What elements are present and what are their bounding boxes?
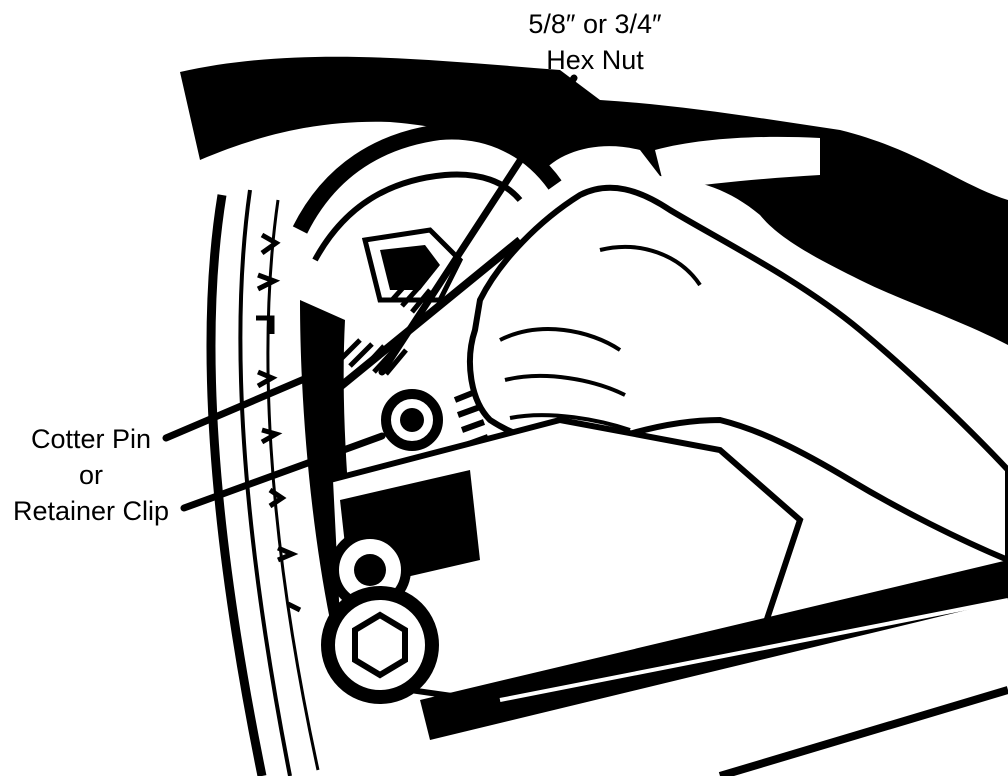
or-label: or [0,457,182,493]
backing-plate-rim [300,132,555,230]
hex-nut-callout: 5/8″ or 3/4″ Hex Nut [490,6,700,78]
hex-nut-name-label: Hex Nut [490,42,700,78]
lower-nut-hex [355,615,405,675]
retainer-clip-label: Retainer Clip [0,493,182,529]
lower-edge [720,690,1008,776]
cotter-pin-callout: Cotter Pin or Retainer Clip [0,421,182,529]
retainer-ring-inner [400,408,424,432]
cotter-pin-label: Cotter Pin [0,421,182,457]
upper-nut-core [354,554,386,586]
tire-lettering [256,235,300,610]
hex-nut-size-label: 5/8″ or 3/4″ [490,6,700,42]
